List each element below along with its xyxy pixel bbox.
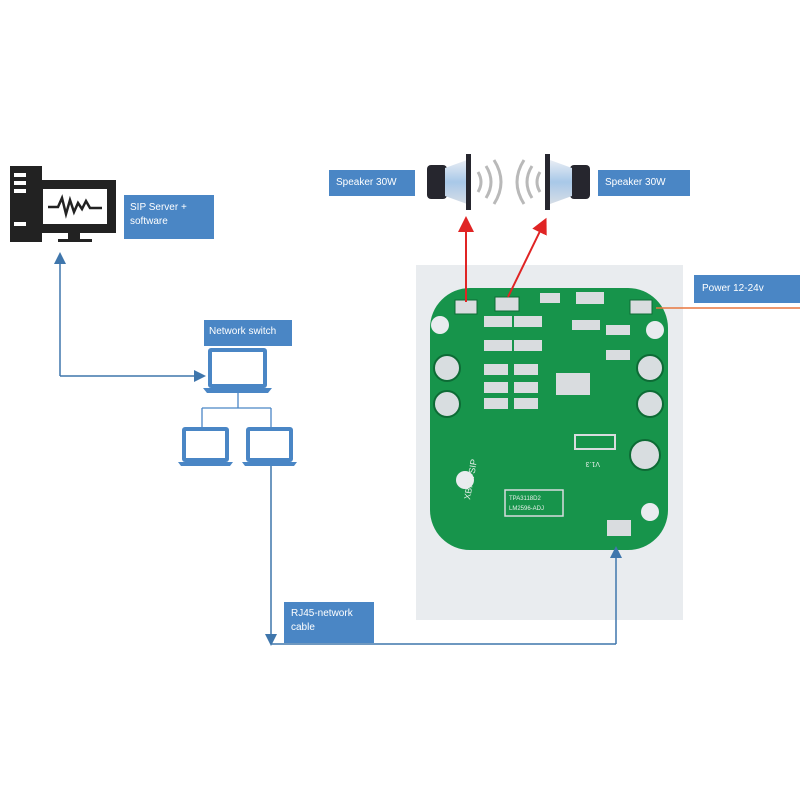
desktop-computer-icon — [10, 166, 116, 242]
speaker-output-arrows — [458, 216, 547, 302]
speaker-left-label: Speaker 30W — [329, 170, 415, 196]
speaker-icon — [545, 154, 590, 210]
server-switch-connector — [54, 252, 206, 382]
sip-server-label: SIP Server + software — [124, 195, 214, 239]
pcb-revision: V1.3 — [585, 460, 600, 467]
rj45-cable-label: RJ45-network cable — [284, 602, 374, 643]
laptop-icon — [178, 427, 233, 466]
rj45-connector-line — [265, 466, 622, 646]
pcb-part-1: TPA3118D2 — [509, 496, 541, 502]
speaker-icon — [427, 154, 471, 210]
network-tree-lines — [201, 393, 272, 427]
laptop-icon — [203, 348, 272, 393]
laptop-icon — [242, 427, 297, 466]
pcb-part-2: LM2596-ADJ — [509, 506, 544, 512]
pcb-board: XBPA-SIP V1.3 TPA3118D2 LM2596-ADJ — [430, 288, 668, 550]
power-label: Power 12-24v — [694, 275, 800, 303]
speaker-right-label: Speaker 30W — [598, 170, 690, 196]
network-switch-label: Network switch — [204, 320, 292, 346]
sound-wave-icon — [476, 159, 542, 205]
